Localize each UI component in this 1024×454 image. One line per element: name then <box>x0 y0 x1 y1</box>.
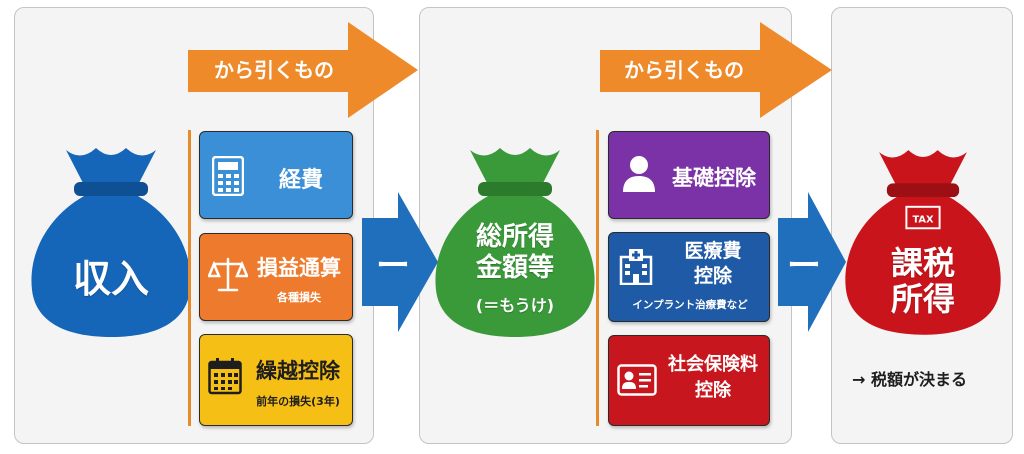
deduct-arrow-2 <box>600 22 832 118</box>
tax-stamp-label: TAX <box>913 214 934 225</box>
expense-card-keihi: 経費 <box>199 131 353 219</box>
deduction-card-iryohi-kojo: 医療費 控除 インプラント治療費など <box>608 232 770 322</box>
expense-card-keihi-title: 経費 <box>278 168 323 193</box>
scale-icon <box>208 257 248 292</box>
minus-arrow-2-label: ー <box>787 246 821 286</box>
deduction-card-iryohi-kojo-title-line2: 控除 <box>693 265 732 287</box>
deduct-arrow-1-label: から引くもの <box>214 58 334 82</box>
expense-card-kurikoshi-kojo-title: 繰越控除 <box>256 359 340 383</box>
tax-amount-note: → 税額が決まる <box>852 370 967 389</box>
deduction-card-shakai-hokenryo-kojo-title-line1: 社会保険料 <box>668 354 758 375</box>
deduct-arrow-1 <box>188 22 418 118</box>
taxable-income-bag-line1: 課税 <box>890 244 955 282</box>
calendar-icon <box>208 358 242 395</box>
deduction-bracket <box>596 130 599 426</box>
deduction-card-kiso-kojo: 基礎控除 <box>608 131 770 219</box>
deduction-card-iryohi-kojo-title-line1: 医療費 <box>684 240 742 262</box>
calculator-icon <box>212 156 244 196</box>
expense-card-soneki-tsusan: 損益通算 各種損失 <box>199 233 353 321</box>
id-card-icon <box>617 364 657 396</box>
expense-bracket <box>188 130 191 426</box>
total-income-bag-line3: (＝もうけ) <box>475 296 555 315</box>
income-money-bag-icon <box>31 148 191 337</box>
taxable-income-money-bag-icon: TAX <box>845 150 1001 335</box>
minus-arrow-2 <box>778 192 846 332</box>
total-income-money-bag-icon <box>435 148 595 337</box>
deduction-card-kiso-kojo-title: 基礎控除 <box>672 166 756 190</box>
expense-card-soneki-tsusan-subtitle: 各種損失 <box>277 291 321 304</box>
total-income-bag-line1: 総所得 <box>475 222 554 252</box>
hospital-icon <box>619 249 653 285</box>
minus-arrow-1-label: ー <box>376 246 410 286</box>
expense-card-soneki-tsusan-title: 損益通算 <box>257 256 341 280</box>
taxable-income-bag-line2: 所得 <box>890 280 955 318</box>
deduction-card-iryohi-kojo-subtitle: インプラント治療費など <box>632 299 748 311</box>
tax-stamp-icon: TAX <box>905 205 941 230</box>
person-icon <box>623 156 655 192</box>
deduct-arrow-2-label: から引くもの <box>624 58 744 82</box>
deduction-card-shakai-hokenryo-kojo-title-line2: 控除 <box>695 380 731 401</box>
expense-card-kurikoshi-kojo: 繰越控除 前年の損失(3年) <box>199 334 353 426</box>
income-bag-label: 収入 <box>72 257 149 301</box>
minus-arrow-1 <box>362 192 438 332</box>
total-income-bag-line2: 金額等 <box>475 253 554 283</box>
deduction-card-shakai-hokenryo-kojo: 社会保険料 控除 <box>608 335 770 426</box>
expense-card-kurikoshi-kojo-subtitle: 前年の損失(3年) <box>256 395 340 408</box>
